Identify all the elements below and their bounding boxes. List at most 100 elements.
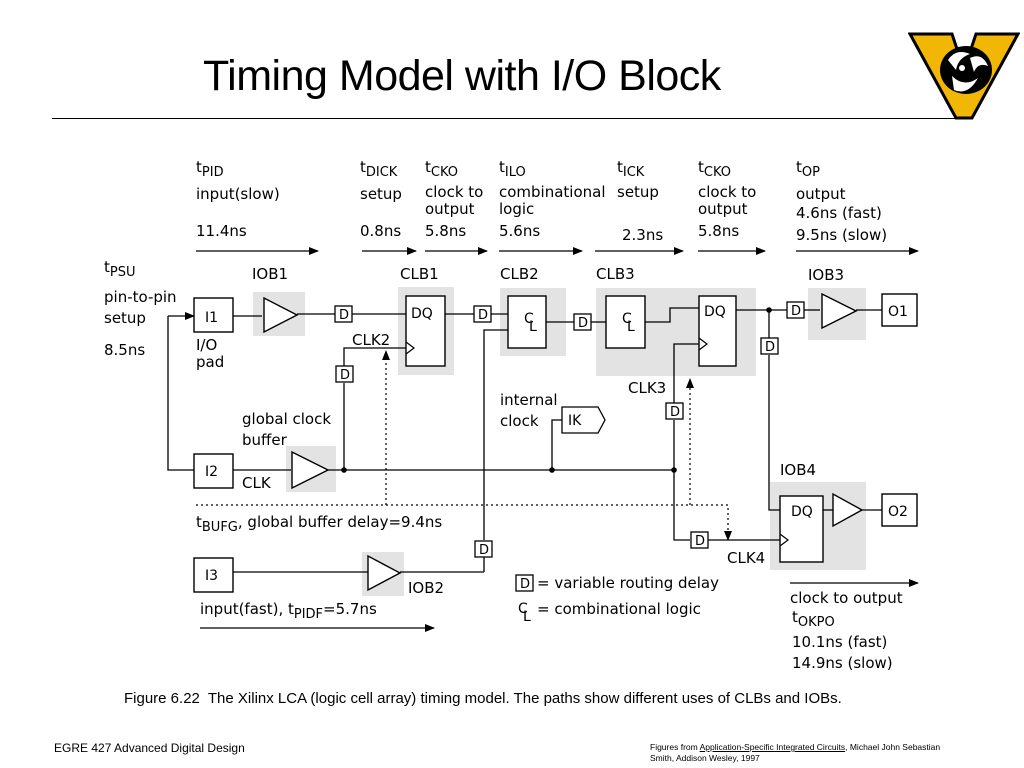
svg-text:L: L	[627, 319, 635, 335]
svg-text:D: D	[578, 316, 588, 331]
psu-annotation: tPSU pin-to-pin setup 8.5ns	[104, 258, 177, 359]
global-clock-label-2: buffer	[242, 431, 288, 449]
svg-text:D: D	[340, 368, 350, 383]
clb3-label: CLB3	[596, 265, 635, 283]
t-cko2-value: 5.8ns	[698, 222, 739, 240]
svg-text:D: D	[695, 534, 705, 549]
iob2-label: IOB2	[408, 579, 444, 597]
comb-logic-boxes	[507, 295, 646, 349]
svg-text:D: D	[791, 304, 801, 319]
t-dick-value: 0.8ns	[360, 222, 401, 240]
t-dick-desc: setup	[360, 185, 402, 203]
legend-cl-symbol: C L	[518, 601, 531, 625]
io-pad-label-2: pad	[196, 353, 224, 371]
t-pid-desc: input(slow)	[196, 185, 280, 203]
bufg-annotation: tBUFG, global buffer delay=9.4ns	[196, 513, 442, 535]
svg-text:D: D	[479, 543, 489, 558]
svg-text:C: C	[518, 601, 528, 617]
okpo-heading: clock to output	[790, 589, 903, 607]
okpo-label: tOKPO	[792, 608, 835, 630]
clb1-dq: DQ	[411, 306, 433, 322]
t-dick-label: tDICK	[360, 158, 398, 180]
iob1-label: IOB1	[252, 265, 288, 283]
t-ilo-desc-2: logic	[499, 200, 534, 218]
t-cko-desc-1: clock to	[425, 183, 483, 201]
t-cko2-desc-1: clock to	[698, 183, 756, 201]
clb1-label: CLB1	[400, 265, 439, 283]
clb3-dq: DQ	[704, 304, 726, 320]
junction-dots	[341, 307, 772, 473]
clb3-logic-symbol: C L	[622, 311, 635, 335]
clk-label: CLK	[242, 474, 272, 492]
ik-label: IK	[568, 413, 582, 429]
svg-text:setup: setup	[104, 309, 146, 327]
iob3-label: IOB3	[808, 266, 844, 284]
routing-delay-labels: D D D D D D D D D D	[339, 304, 801, 592]
pins	[193, 293, 918, 593]
footer-credit: Figures from Application-Specific Integr…	[650, 742, 941, 763]
flip-flops	[405, 295, 824, 563]
svg-text:C: C	[524, 311, 534, 327]
clk2-label: CLK2	[352, 331, 390, 349]
svg-text:D: D	[478, 308, 488, 323]
book-link[interactable]: Application-Specific Integrated Circuits	[699, 742, 846, 752]
pin-i1: I1	[205, 310, 218, 326]
t-ick-desc: setup	[617, 183, 659, 201]
footer-course: EGRE 427 Advanced Digital Design	[54, 741, 245, 755]
t-cko-value: 5.8ns	[425, 222, 466, 240]
pin-i2: I2	[205, 464, 218, 480]
svg-text:L: L	[529, 319, 537, 335]
figure-caption: Figure 6.22 The Xilinx LCA (logic cell ar…	[124, 690, 850, 707]
t-op-desc: output	[796, 185, 846, 203]
t-cko-desc-2: output	[425, 200, 475, 218]
ik-internal-clock	[561, 406, 606, 434]
t-cko2-label: tCKO	[698, 158, 731, 180]
t-ilo-desc-1: combinational	[499, 183, 606, 201]
clb1-clock-input	[405, 341, 415, 355]
clb3-clock-input	[698, 337, 708, 351]
svg-text:C: C	[622, 311, 632, 327]
timing-header: tPID input(slow) 11.4ns tDICK setup 0.8n…	[196, 158, 919, 255]
io-pad-label-1: I/O	[196, 336, 217, 354]
okpo-fast: 10.1ns (fast)	[792, 633, 887, 651]
svg-text:8.5ns: 8.5ns	[104, 341, 145, 359]
t-pid-value: 11.4ns	[196, 222, 247, 240]
pin-o1: O1	[888, 304, 908, 320]
okpo-slow: 14.9ns (slow)	[792, 654, 893, 672]
clk4-label: CLK4	[727, 549, 765, 567]
svg-text:L: L	[523, 609, 531, 625]
svg-text:D: D	[765, 340, 775, 355]
buffers	[263, 292, 864, 592]
routing-delay-boxes	[334, 301, 805, 592]
clb2-label: CLB2	[500, 265, 539, 283]
legend-cl-text: = combinational logic	[537, 600, 701, 618]
clb2-logic-symbol: C L	[524, 311, 537, 335]
clk4-arrowhead	[724, 531, 732, 541]
svg-text:D: D	[670, 405, 680, 420]
clk3-label: CLK3	[628, 379, 666, 397]
caption-label: Figure 6.22	[124, 690, 200, 707]
global-clock-label-1: global clock	[242, 410, 331, 428]
clk3-arrowhead	[686, 378, 694, 388]
title-divider	[52, 118, 972, 119]
legend-d-text: = variable routing delay	[537, 574, 719, 592]
pin-o2: O2	[888, 504, 908, 520]
ram-head-logo-icon	[908, 32, 1020, 120]
svg-text:D: D	[339, 308, 349, 323]
t-cko-label: tCKO	[425, 158, 458, 180]
internal-clock-label-1: internal	[500, 391, 558, 409]
page-title: Timing Model with I/O Block	[203, 52, 721, 100]
svg-text:tPSU: tPSU	[104, 258, 136, 280]
svg-text:D: D	[520, 577, 530, 592]
buffer-delay-path	[196, 358, 729, 530]
shaded-regions	[253, 287, 866, 596]
t-ilo-value: 5.6ns	[499, 222, 540, 240]
pidf-annotation: input(fast), tPIDF=5.7ns	[200, 600, 377, 622]
clk2-arrowhead	[382, 350, 390, 360]
t-op-fast: 4.6ns (fast)	[796, 204, 882, 222]
iob4-label: IOB4	[780, 461, 816, 479]
caption-text: The Xilinx LCA (logic cell array) timing…	[207, 690, 842, 707]
t-pid-label: tPID	[196, 158, 224, 180]
t-op-slow: 9.5ns (slow)	[796, 226, 887, 244]
